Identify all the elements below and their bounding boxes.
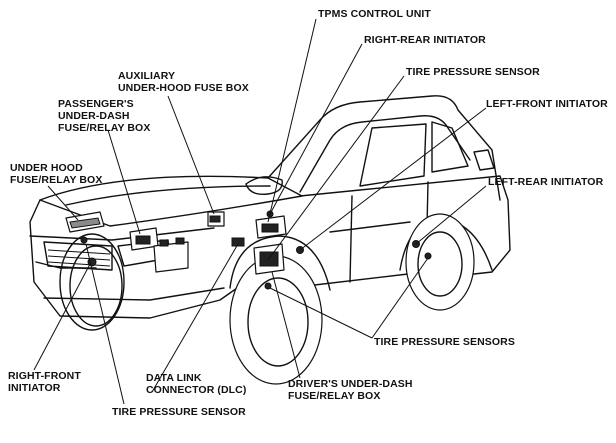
rear-left-wheel — [405, 213, 475, 311]
label-under-hood-fuse-box: UNDER HOOD FUSE/RELAY BOX — [10, 162, 103, 186]
label-left-rear-initiator: LEFT-REAR INITIATOR — [488, 176, 604, 188]
left-rear-sensor-part — [424, 252, 432, 260]
label-driver-fuse-box: DRIVER'S UNDER-DASH FUSE/RELAY BOX — [288, 378, 413, 402]
label-auxiliary-fuse-box: AUXILIARY UNDER-HOOD FUSE BOX — [118, 70, 249, 94]
label-data-link-connector: DATA LINK CONNECTOR (DLC) — [146, 372, 247, 396]
under-hood-fuse-box-part — [65, 211, 105, 233]
battery-part — [153, 237, 189, 273]
label-tire-pressure-sensor-bottom: TIRE PRESSURE SENSOR — [112, 406, 246, 418]
label-right-rear-initiator: RIGHT-REAR INITIATOR — [364, 34, 486, 46]
leader-lines — [33, 18, 487, 405]
tpms-control-unit-part — [255, 215, 287, 239]
right-front-wheel-ghost — [59, 233, 125, 331]
vehicle-body — [29, 95, 511, 319]
front-left-wheel — [229, 255, 323, 385]
label-tire-pressure-sensor-top: TIRE PRESSURE SENSOR — [406, 66, 540, 78]
label-tpms-control-unit: TPMS CONTROL UNIT — [318, 8, 431, 20]
right-front-sensor-part — [80, 236, 88, 244]
grille — [43, 241, 113, 271]
label-passenger-fuse-box: PASSENGER'S UNDER-DASH FUSE/RELAY BOX — [58, 98, 151, 134]
left-front-sensor-part — [264, 282, 272, 290]
label-tire-pressure-sensors: TIRE PRESSURE SENSORS — [374, 336, 515, 348]
auxiliary-fuse-box-part — [207, 211, 225, 227]
label-left-front-initiator: LEFT-FRONT INITIATOR — [486, 98, 608, 110]
label-right-front-initiator: RIGHT-FRONT INITIATOR — [8, 370, 81, 394]
dlc-part — [231, 237, 245, 247]
